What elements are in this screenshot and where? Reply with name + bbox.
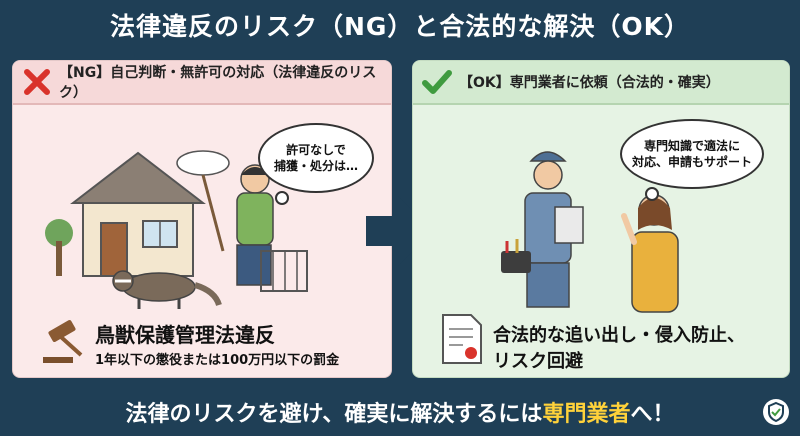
violation-title: 鳥獣保護管理法違反 [95, 323, 275, 347]
ok-bubble-line: 対応、申請もサポート [631, 155, 752, 169]
check-icon [422, 70, 452, 94]
page-title: 法律違反のリスク（NG）と合法的な解決（OK） [109, 12, 691, 41]
ok-panel-header: 【OK】専門業者に依頼（合法的・確実） [413, 61, 789, 105]
right-arrow-icon [366, 196, 434, 266]
ng-panel-header: 【NG】自己判断・無許可の対応（法律違反のリスク） [13, 61, 391, 105]
ok-result-line: 合法的な追い出し・侵入防止、 [493, 325, 745, 346]
house-illustration [45, 151, 206, 277]
bottom-message-end: へ！ [630, 402, 675, 427]
masked-palm-civet-illustration [112, 270, 222, 309]
certificate-document-icon [442, 314, 482, 364]
ok-bubble-line: 専門知識で適法に [643, 138, 740, 153]
bottom-message: 法律のリスクを避け、確実に解決するには専門業者へ！ [0, 388, 800, 436]
ok-bubble-tail [645, 187, 659, 201]
ng-header-text: 【NG】自己判断・無許可の対応（法律違反のリスク） [59, 65, 377, 101]
ng-bubble-line: 捕獲・処分は… [273, 159, 358, 173]
ng-thought-bubble: 許可なしで 捕獲・処分は… [258, 123, 374, 193]
ok-result-line: リスク回避 [493, 351, 583, 372]
ok-header-text: 【OK】専門業者に依頼（合法的・確実） [459, 75, 720, 91]
ng-bubble-line: 許可なしで [286, 142, 346, 157]
ok-thought-bubble: 専門知識で適法に 対応、申請もサポート [620, 119, 764, 189]
ng-panel: 【NG】自己判断・無許可の対応（法律違反のリスク） 許可なしで [12, 60, 392, 378]
shield-check-icon [763, 399, 789, 425]
gavel-icon [43, 320, 83, 363]
ok-panel: 【OK】専門業者に依頼（合法的・確実） 専門知識で適法に 対応、申請もサポート … [412, 60, 790, 378]
ng-bubble-tail [275, 191, 289, 205]
pest-control-worker-illustration [501, 151, 584, 308]
penalty-text: 1年以下の懲役または100万円以下の罰金 [95, 353, 340, 368]
bottom-message-highlight: 専門業者 [542, 402, 631, 427]
bottom-message-text: 法律のリスクを避け、確実に解決するには [125, 402, 543, 427]
cross-icon [24, 69, 50, 95]
customer-woman-illustration [621, 194, 679, 313]
